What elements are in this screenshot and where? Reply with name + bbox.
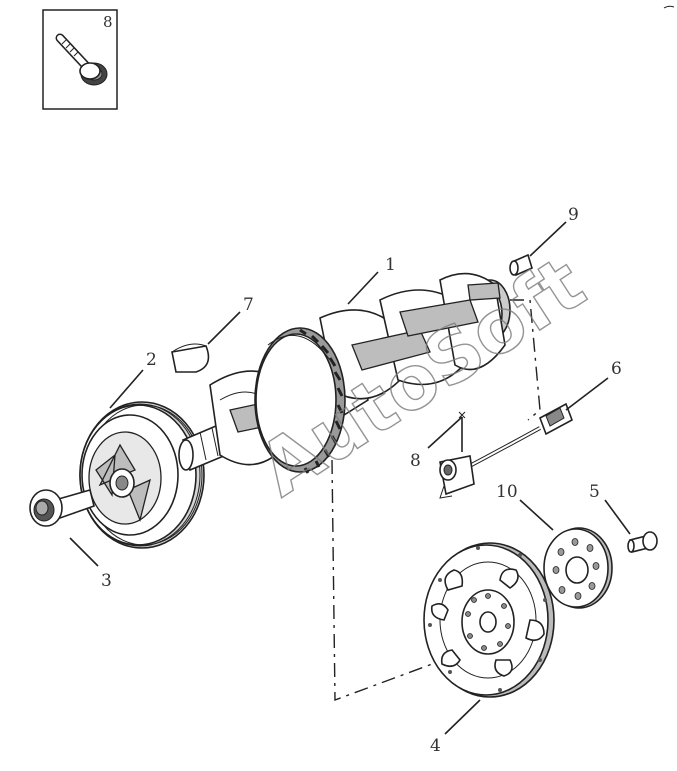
inset-label: 8 bbox=[103, 13, 113, 31]
callout-5: 5 bbox=[589, 482, 600, 502]
flexplate-bolt bbox=[627, 531, 658, 553]
callout-2: 2 bbox=[146, 350, 157, 370]
corner-mark bbox=[663, 5, 675, 9]
woodruff-key bbox=[171, 343, 210, 373]
callout-1: 1 bbox=[385, 255, 396, 275]
callout-9: 9 bbox=[568, 205, 579, 225]
flexplate bbox=[423, 542, 555, 698]
inset-box: 8 bbox=[42, 9, 118, 110]
callout-10: 10 bbox=[496, 482, 518, 502]
leader-lines bbox=[69, 221, 631, 735]
crank-pulley bbox=[79, 401, 205, 549]
pilot-bushing bbox=[509, 253, 533, 277]
callout-3: 3 bbox=[101, 571, 112, 591]
inset-bolt-icon bbox=[55, 33, 108, 86]
callout-6: 6 bbox=[611, 359, 622, 379]
pulley-bolt bbox=[29, 489, 95, 527]
spacer-plate bbox=[543, 527, 613, 609]
callout-8: 8 bbox=[410, 451, 421, 471]
crankshaft bbox=[178, 272, 511, 474]
crank-position-sensor bbox=[439, 402, 573, 499]
callout-4: 4 bbox=[430, 736, 441, 756]
callout-7: 7 bbox=[243, 295, 254, 315]
